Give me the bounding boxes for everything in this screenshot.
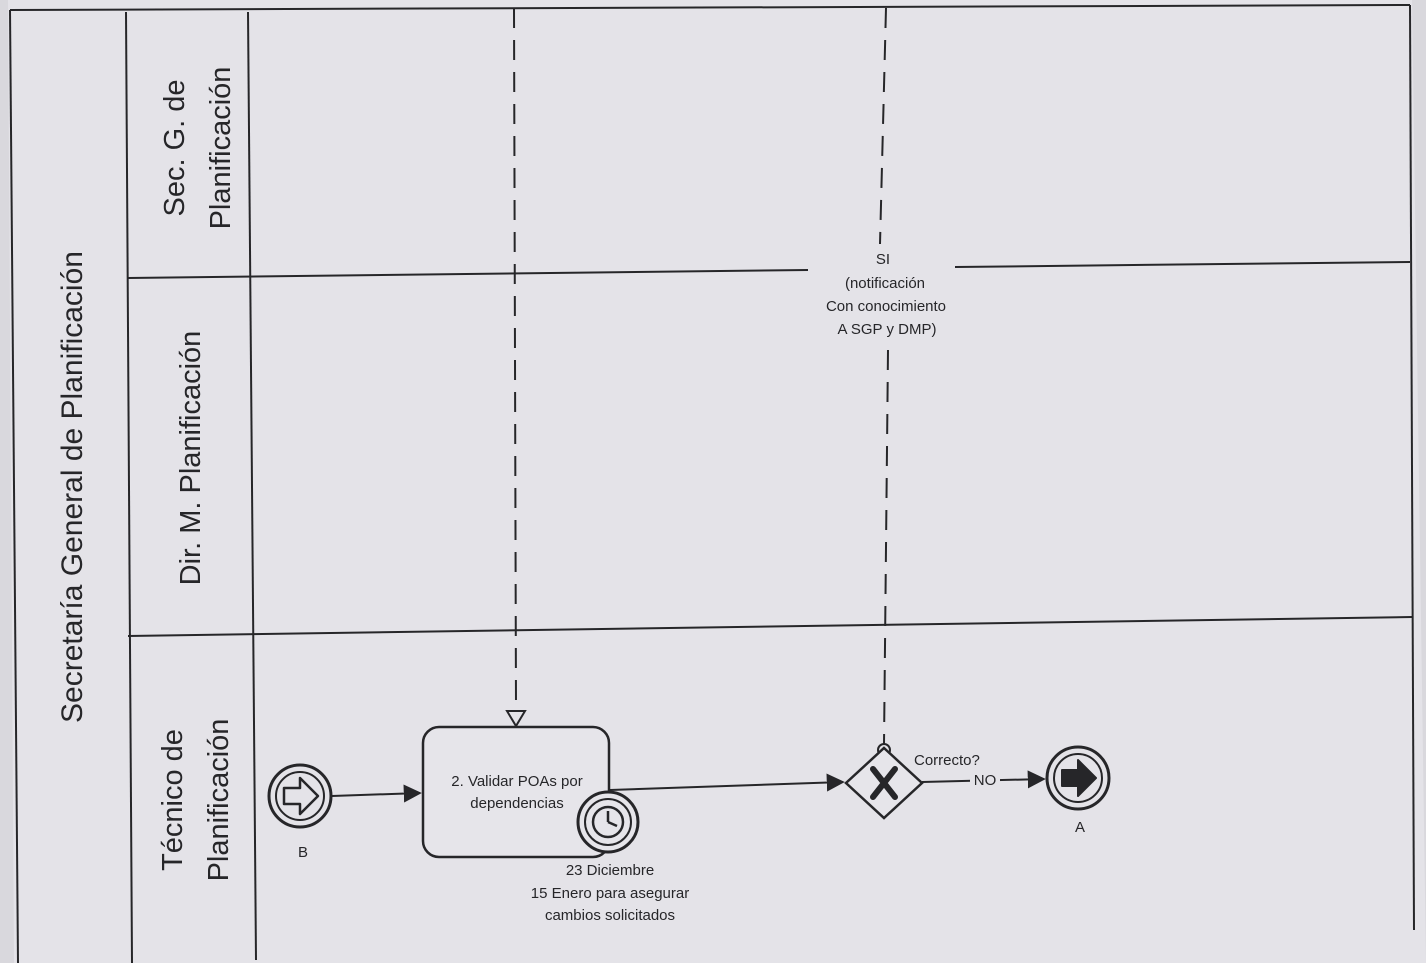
start-event-b[interactable]: B bbox=[267, 763, 333, 861]
pool-title: Secretaría General de Planificación bbox=[56, 251, 89, 723]
lane-header-tecnico: Técnico de Planificación bbox=[157, 719, 235, 882]
x-exclusive-icon bbox=[870, 766, 898, 800]
no-label: NO bbox=[974, 772, 997, 789]
pool-frame bbox=[9, 4, 1415, 963]
lane-header-sec-g: Sec. G. de Planificación bbox=[159, 67, 237, 230]
lane-header-dir-m: Dir. M. Planificación bbox=[175, 331, 207, 586]
lane-divider-upper bbox=[127, 269, 809, 279]
timer-note: 23 Diciembre 15 Enero para asegurar camb… bbox=[531, 862, 689, 924]
gateway-label: Correcto? bbox=[914, 752, 980, 769]
lane-title-line1: Dir. M. Planificación bbox=[175, 331, 207, 586]
lane-title-line2: Planificación bbox=[203, 719, 235, 882]
lane-title-line1: Sec. G. de bbox=[159, 79, 191, 216]
timer-note-line3: cambios solicitados bbox=[545, 907, 675, 924]
paper-sheet bbox=[8, 0, 1426, 963]
task-label-line1: 2. Validar POAs por bbox=[451, 773, 582, 790]
sequence-flow-start-task bbox=[331, 784, 422, 803]
task-validar-poas[interactable]: 2. Validar POAs por dependencias bbox=[421, 725, 640, 859]
message-flow-si bbox=[879, 7, 889, 745]
message-flow-to-task bbox=[505, 7, 527, 728]
arrow-filled-icon bbox=[1061, 759, 1097, 797]
arrow-outline-icon bbox=[282, 776, 320, 816]
lane-title-line1: Técnico de bbox=[157, 729, 189, 871]
si-line4: A SGP y DMP) bbox=[838, 321, 937, 338]
clock-icon bbox=[576, 790, 640, 854]
lane-divider-lower bbox=[127, 616, 1413, 637]
si-line2: (notificación bbox=[845, 275, 925, 292]
start-event-label: B bbox=[298, 844, 308, 861]
message-arrowhead bbox=[505, 710, 527, 728]
timer-note-line1: 23 Diciembre bbox=[566, 862, 654, 879]
exclusive-gateway[interactable]: Correcto? bbox=[844, 746, 980, 820]
end-event-a[interactable]: A bbox=[1045, 745, 1111, 836]
lane-title-line2: Planificación bbox=[205, 67, 237, 230]
sequence-flow-task-gateway bbox=[609, 773, 845, 792]
task-label-line2: dependencias bbox=[470, 795, 563, 812]
si-label: SI (notificación Con conocimiento A SGP … bbox=[826, 251, 946, 338]
timer-note-line2: 15 Enero para asegurar bbox=[531, 885, 689, 902]
si-line1: SI bbox=[876, 251, 890, 268]
si-line3: Con conocimiento bbox=[826, 298, 946, 315]
end-event-label: A bbox=[1075, 819, 1085, 836]
no-label-bg bbox=[970, 771, 1000, 788]
